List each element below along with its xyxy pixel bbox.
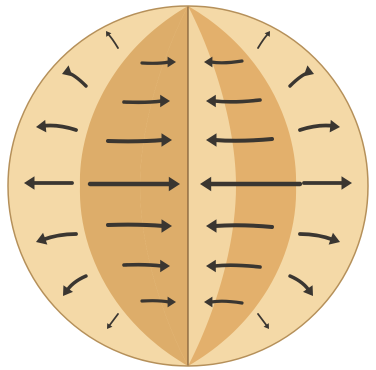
- circular-flow-diagram: [0, 0, 376, 370]
- diagram-stage: [0, 0, 376, 370]
